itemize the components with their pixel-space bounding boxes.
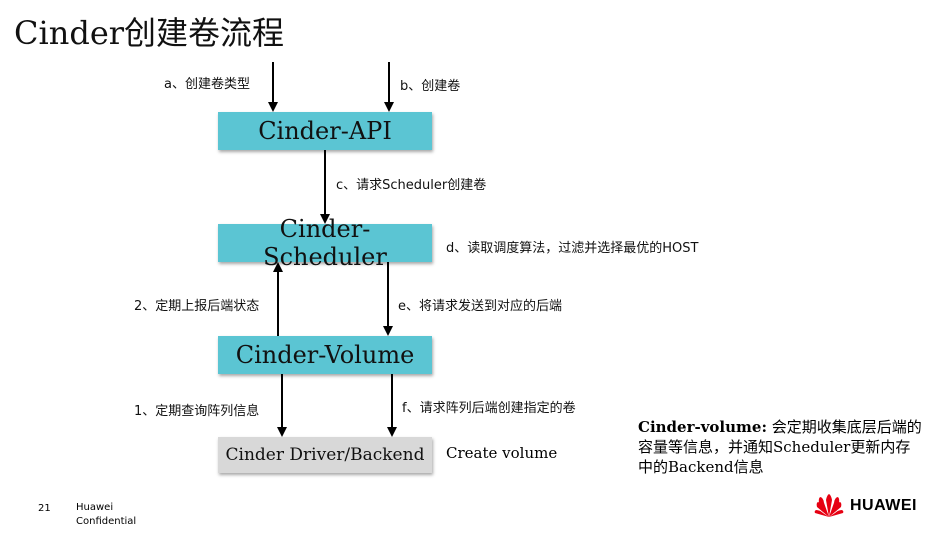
note-c: c、请求Scheduler创建卷 [336, 178, 487, 193]
note-step2: 2、定期上报后端状态 [134, 299, 260, 314]
cinder-driver-label: Cinder Driver/Backend [225, 445, 425, 465]
note-e: e、将请求发送到对应的后端 [398, 299, 562, 314]
note-a: a、创建卷类型 [164, 77, 250, 92]
cinder-volume-label: Cinder-Volume [235, 341, 415, 369]
footer-line2: Confidential [76, 516, 137, 527]
note-b: b、创建卷 [400, 79, 461, 94]
create-volume-label: Create volume [446, 444, 558, 462]
cinder-scheduler-label-line2: Scheduler [263, 243, 387, 271]
cinder-api-label: Cinder-API [258, 117, 392, 145]
page-title: Cinder创建卷流程 [14, 14, 285, 52]
huawei-logo-text: HUAWEI [850, 497, 917, 514]
page-number: 21 [38, 503, 51, 514]
huawei-flower-icon [814, 494, 844, 517]
sidenote-text: 会定期收集底层后端的容量等信息，并通知Scheduler更新内存中的Backen… [638, 418, 922, 476]
cinder-api-box: Cinder-API [218, 112, 432, 150]
note-d: d、读取调度算法，过滤并选择最优的HOST [446, 241, 699, 256]
cinder-scheduler-box: Cinder- Scheduler [218, 215, 432, 271]
huawei-logo: HUAWEI [814, 494, 917, 518]
cinder-volume-box: Cinder-Volume [218, 336, 432, 374]
cinder-driver-box: Cinder Driver/Backend [218, 437, 432, 473]
note-f: f、请求阵列后端创建指定的卷 [402, 401, 576, 416]
footer-line1: Huawei [76, 502, 114, 513]
cinder-scheduler-label-line1: Cinder- [279, 215, 371, 243]
sidenote-heading: Cinder-volume: [638, 418, 767, 436]
note-step1: 1、定期查询阵列信息 [134, 404, 260, 419]
cinder-volume-sidenote: Cinder-volume: 会定期收集底层后端的容量等信息，并通知Schedu… [638, 417, 923, 477]
footer-confidential: Huawei Confidential [76, 501, 136, 529]
